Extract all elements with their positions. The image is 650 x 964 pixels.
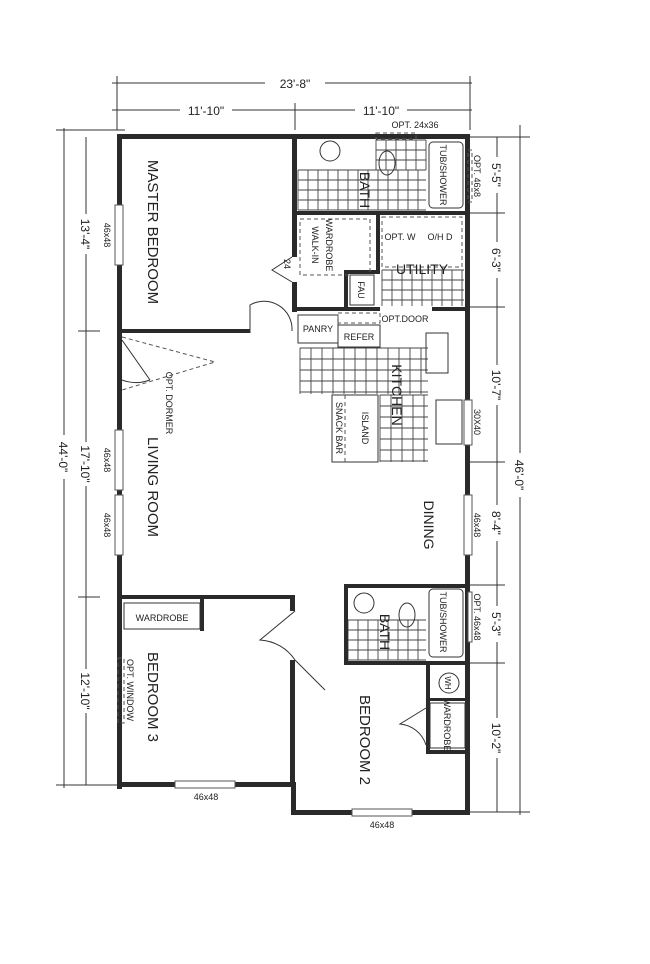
wardrobe-label: WARDROBE (324, 219, 334, 272)
window-top-opt: OPT. 24x36 (391, 120, 438, 130)
opt-w-label: OPT. W (385, 232, 417, 242)
dim-living: 17'-10" (78, 445, 92, 482)
dim-master: 13'-4" (78, 219, 92, 250)
window-bath2-opt: OPT. 46x48 (472, 593, 482, 640)
wardrobe-br2-label: WARDROBE (442, 699, 452, 752)
bath2-label: BATH (377, 614, 393, 650)
door-24-label: 24 (282, 259, 292, 269)
dim-kitchen: 10'-7" (489, 370, 503, 401)
bath1-label: BATH (357, 172, 373, 208)
utility-label: UTILITY (396, 261, 449, 277)
dimension-labels: 23'-8" 11'-10" 11'-10" 44'-0" 46'-0" 13'… (56, 74, 528, 758)
labels: OPT. 24x36 46x48 46x48 MASTER BEDROOM LIV… (102, 120, 482, 830)
dim-dining: 8'-4" (489, 511, 503, 535)
dim-bedroom2: 10'-2" (489, 723, 503, 754)
bedroom2-label: BEDROOM 2 (356, 695, 373, 785)
window-kitchen: 30X40 (472, 409, 482, 435)
left-half-width: 11'-10" (188, 104, 224, 118)
tub-shower-1: TUB/SHOWER (438, 144, 448, 206)
wardrobe-br3-label: WARDROBE (136, 613, 189, 623)
window-master: 46x48 (102, 223, 112, 248)
dim-bath1: 5'-5" (489, 163, 503, 187)
water-heater-label: WH (443, 676, 452, 690)
right-half-width: 11'-10" (363, 104, 399, 118)
windows (114, 132, 473, 817)
oh-d-label: O/H D (427, 232, 453, 242)
dim-utility: 6'-3" (489, 248, 503, 272)
overall-length-right: 46'-0" (512, 460, 526, 491)
window-bedroom3: 46x48 (194, 792, 219, 802)
window-living1: 46x48 (102, 448, 112, 473)
window-living2: 46x48 (102, 513, 112, 538)
bedroom3-label: BEDROOM 3 (144, 652, 161, 742)
refer-label: REFER (344, 332, 375, 342)
overall-width: 23'-8" (280, 77, 311, 91)
window-bath1-opt: OPT. 46x8 (472, 155, 482, 197)
window-dining: 46x48 (472, 513, 482, 538)
walk-in-label: WALK-IN (310, 226, 320, 263)
opt-dormer-label: OPT. DORMER (164, 372, 174, 435)
tub-shower-2: TUB/SHOWER (438, 591, 448, 653)
tile-floors (297, 139, 464, 661)
dim-bedroom3: 12'-10" (78, 672, 92, 709)
window-bedroom2: 46x48 (370, 820, 395, 830)
walls (117, 134, 470, 815)
pantry-label: PANRY (303, 324, 333, 334)
kitchen-label: KITCHEN (389, 364, 405, 425)
master-bedroom-label: MASTER BEDROOM (144, 160, 161, 304)
fixtures (117, 140, 466, 749)
opt-door-label: OPT.DOOR (381, 314, 429, 324)
living-room-label: LIVING ROOM (144, 437, 161, 537)
dining-label: DINING (421, 501, 437, 550)
overall-length-left: 44'-0" (56, 442, 70, 473)
snack-bar-label: SNACK BAR (334, 402, 344, 455)
dim-bath2: 5'-3" (489, 612, 503, 636)
opt-window-label: OPT. WINDOW (125, 659, 135, 721)
fau-label: FAU (356, 281, 366, 299)
island-label: ISLAND (360, 412, 370, 445)
